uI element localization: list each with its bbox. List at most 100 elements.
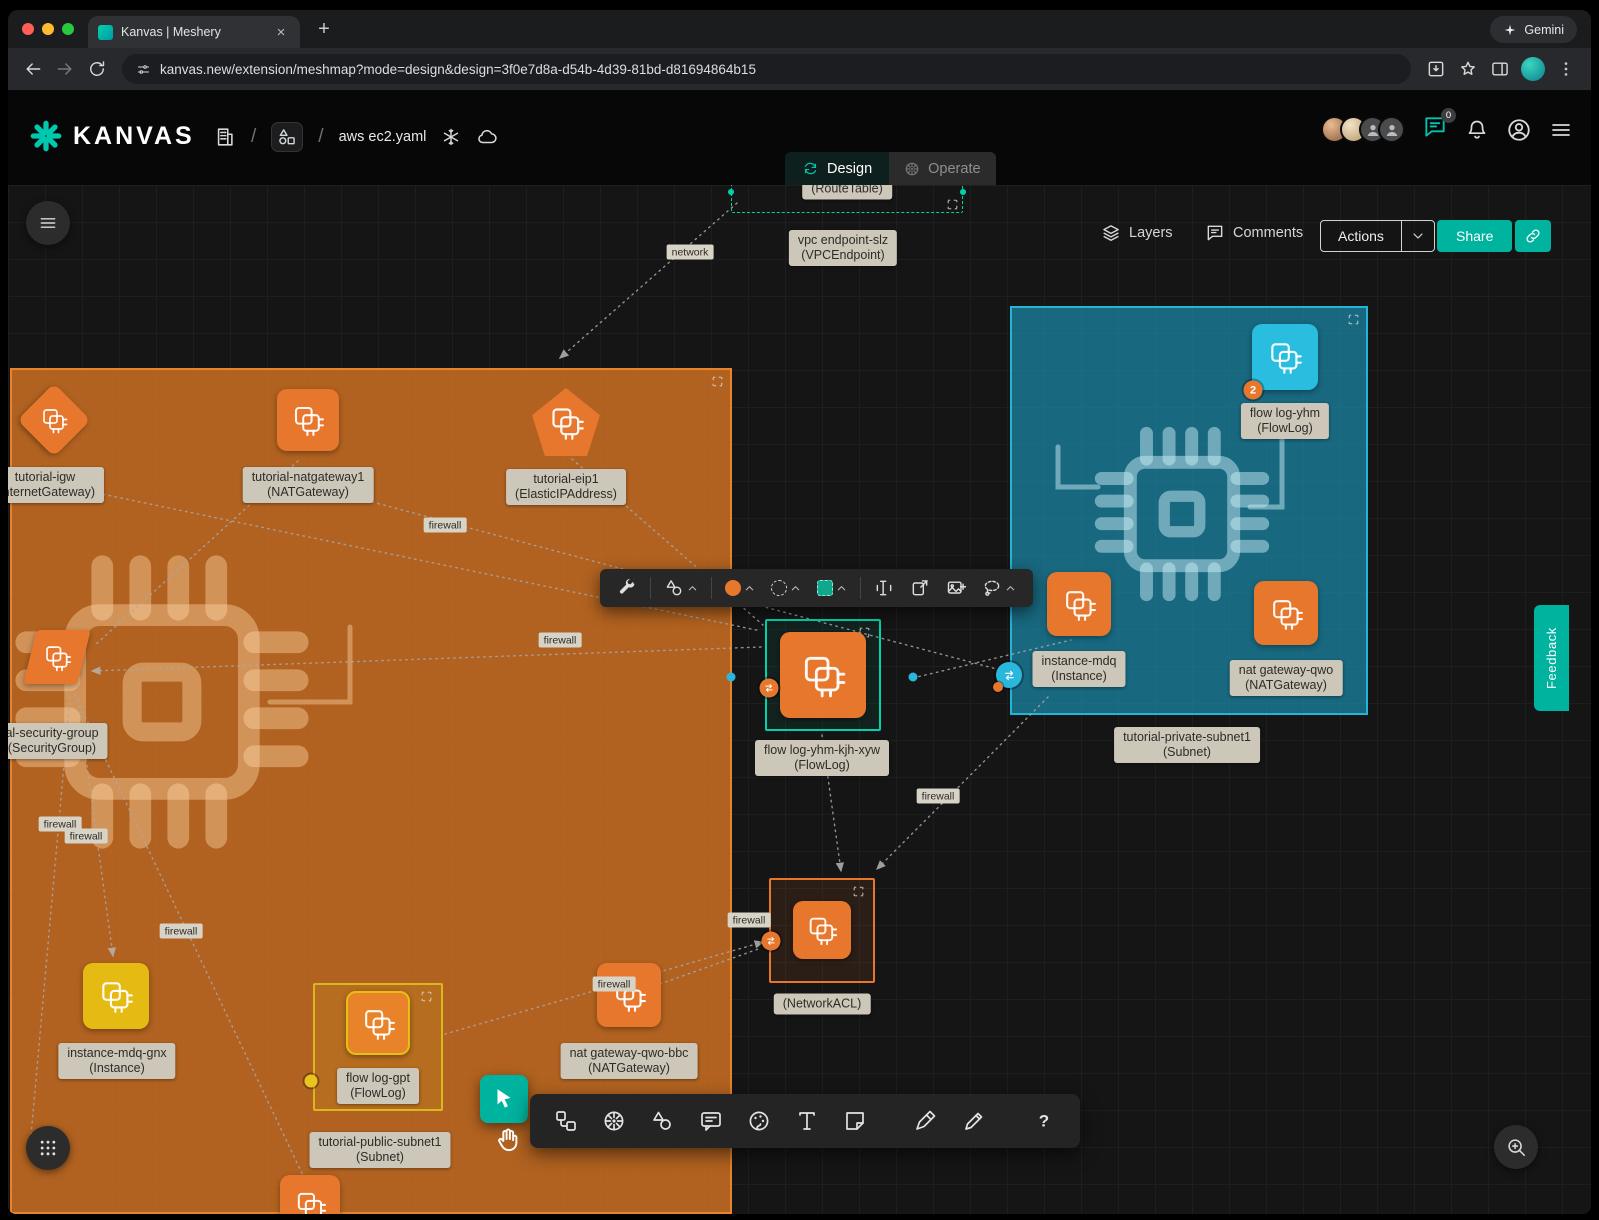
browser-profile-avatar[interactable] <box>1521 57 1545 81</box>
close-window-button[interactable] <box>22 23 34 35</box>
tab-title: Kanvas | Meshery <box>121 25 264 39</box>
hand-tool[interactable] <box>490 1121 526 1157</box>
forward-icon[interactable] <box>50 54 80 84</box>
stroke-style-swatch[interactable] <box>763 569 809 607</box>
cloud-sync-icon[interactable] <box>476 126 498 148</box>
container-fill-swatch[interactable] <box>809 569 855 607</box>
tune-icon[interactable] <box>136 62 151 77</box>
chat-count-badge: 0 <box>1441 108 1456 123</box>
actions-label: Actions <box>1321 221 1401 251</box>
sidepanel-icon[interactable] <box>1485 54 1515 84</box>
hamburger-menu-icon[interactable] <box>1549 118 1573 142</box>
layers-label: Layers <box>1129 225 1173 241</box>
hand-icon <box>494 1125 522 1153</box>
actions-dropdown-button[interactable] <box>1401 221 1434 251</box>
chat-button[interactable]: 0 <box>1422 114 1448 145</box>
add-image-icon[interactable] <box>938 569 974 607</box>
canvas-menu-button[interactable] <box>26 201 70 245</box>
stroke-style-swatch[interactable] <box>771 580 787 596</box>
design-canvas[interactable]: tutorial-public-subnet1(Subnet)tutorial-… <box>8 185 1591 1214</box>
design-file-name[interactable]: aws ec2.yaml <box>339 129 427 145</box>
relationship-icon[interactable] <box>548 1103 584 1139</box>
reload-icon[interactable] <box>82 54 112 84</box>
organization-icon[interactable] <box>214 126 236 148</box>
browser-menu-icon[interactable] <box>1551 54 1581 84</box>
copy-link-button[interactable] <box>1515 220 1551 252</box>
lasso-icon[interactable] <box>974 569 1024 607</box>
zoom-window-button[interactable] <box>62 23 74 35</box>
download-icon[interactable] <box>1421 54 1451 84</box>
fill-color-swatch[interactable] <box>725 580 741 596</box>
node-shapes-icon[interactable] <box>656 569 706 607</box>
text-cursor-icon[interactable] <box>866 569 902 607</box>
collaborator-avatars[interactable] <box>1321 116 1405 143</box>
kanvas-logo-icon <box>30 120 62 152</box>
palette-icon[interactable] <box>741 1103 777 1139</box>
toolbar-divider <box>711 577 712 599</box>
toolbar-divider <box>860 577 861 599</box>
chevron-up-icon <box>836 583 847 594</box>
header-right-cluster: 0 <box>1321 114 1573 145</box>
person-icon <box>1384 122 1400 138</box>
context-toolbar <box>600 569 1033 607</box>
link-icon <box>1524 227 1542 245</box>
node-shapes-icon <box>664 578 684 598</box>
gemini-button[interactable]: Gemini <box>1490 16 1577 43</box>
new-tab-button[interactable]: + <box>310 15 338 43</box>
chevron-up-icon <box>1005 583 1016 594</box>
actions-button[interactable]: Actions <box>1320 220 1435 252</box>
tab-operate[interactable]: Operate <box>889 152 995 185</box>
share-group: Share <box>1437 220 1551 252</box>
share-button[interactable]: Share <box>1437 220 1512 252</box>
design-label: Design <box>827 161 872 177</box>
minimize-window-button[interactable] <box>42 23 54 35</box>
operate-mode-icon <box>904 161 920 177</box>
comments-button[interactable]: Comments <box>1205 223 1303 243</box>
browser-tab[interactable]: Kanvas | Meshery × <box>88 16 300 48</box>
note-icon[interactable] <box>837 1103 873 1139</box>
lasso-icon <box>982 578 1002 598</box>
app-title: KANVAS <box>73 122 195 151</box>
chevron-up-icon <box>687 583 698 594</box>
apps-grid-button[interactable] <box>26 1126 70 1170</box>
breadcrumb-separator: / <box>318 126 323 148</box>
canvas-ui-layer: Layers Comments Actions Share ? <box>8 185 1591 1214</box>
breadcrumb: / / aws ec2.yaml <box>214 117 498 157</box>
wrench-icon[interactable] <box>609 569 645 607</box>
shapes-badge-icon <box>277 127 297 147</box>
help-icon[interactable]: ? <box>1026 1103 1062 1139</box>
active-tool-cursor[interactable] <box>480 1075 528 1123</box>
pen-icon[interactable] <box>907 1103 943 1139</box>
avatar[interactable] <box>1378 116 1405 143</box>
magnifier-icon <box>1505 1136 1527 1158</box>
comments-icon <box>1205 223 1225 243</box>
bookmark-star-icon[interactable] <box>1453 54 1483 84</box>
design-badge[interactable] <box>271 122 303 152</box>
shapes-icon[interactable] <box>644 1103 680 1139</box>
svg-text:?: ? <box>1039 1112 1049 1131</box>
open-external-icon <box>910 578 930 598</box>
kanvas-brand[interactable]: KANVAS <box>30 120 195 152</box>
chevron-down-icon <box>1412 230 1424 242</box>
profile-icon[interactable] <box>1506 117 1532 143</box>
fill-color-swatch[interactable] <box>717 569 763 607</box>
notifications-bell-icon[interactable] <box>1465 118 1489 142</box>
url-bar[interactable]: kanvas.new/extension/meshmap?mode=design… <box>122 54 1411 84</box>
cursor-icon <box>491 1086 517 1112</box>
tab-design[interactable]: Design <box>785 152 889 185</box>
kubernetes-icon[interactable] <box>596 1103 632 1139</box>
tab-close-icon[interactable]: × <box>272 23 290 41</box>
zoom-button[interactable] <box>1494 1125 1538 1169</box>
chevron-up-icon <box>790 583 801 594</box>
open-external-icon[interactable] <box>902 569 938 607</box>
layers-button[interactable]: Layers <box>1101 223 1173 243</box>
container-fill-swatch[interactable] <box>817 580 833 596</box>
pencil-icon[interactable] <box>956 1103 992 1139</box>
comment-icon[interactable] <box>693 1103 729 1139</box>
snowflake-icon[interactable] <box>441 127 461 147</box>
gemini-label: Gemini <box>1524 23 1564 37</box>
text-tool-icon[interactable] <box>789 1103 825 1139</box>
back-icon[interactable] <box>18 54 48 84</box>
feedback-tab[interactable]: Feedback <box>1534 605 1569 711</box>
browser-window: Kanvas | Meshery × + Gemini kanvas.new/e… <box>8 10 1591 1214</box>
